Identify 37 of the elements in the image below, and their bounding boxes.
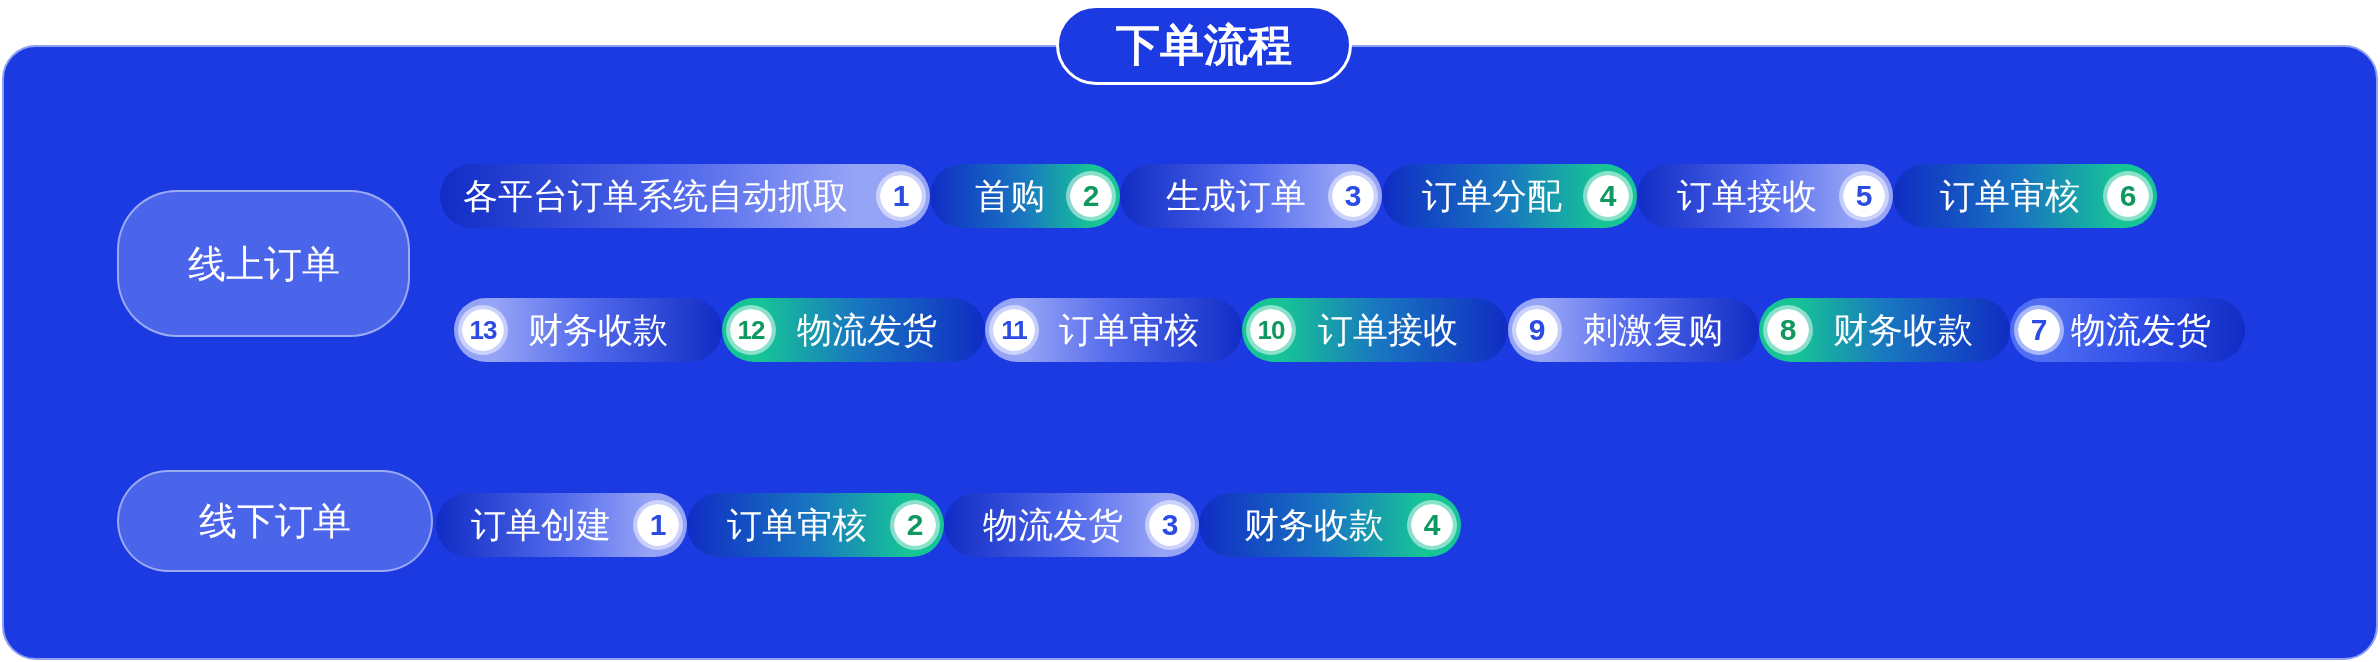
category-pill: 线下订单	[117, 470, 433, 572]
step-label: 物流发货	[797, 309, 937, 352]
number-circle: 1	[633, 500, 683, 550]
number-circle: 8	[1763, 305, 1813, 355]
number-circle: 1	[876, 171, 926, 221]
number-circle: 10	[1246, 305, 1296, 355]
number-circle: 13	[458, 305, 508, 355]
title: 下单流程	[1056, 5, 1352, 85]
number-circle: 11	[989, 305, 1039, 355]
step-label: 订单接收	[1318, 309, 1458, 352]
number-circle: 6	[2103, 171, 2153, 221]
number-circle: 4	[1407, 500, 1457, 550]
step-label: 物流发货	[2071, 309, 2211, 352]
number-circle: 9	[1512, 305, 1562, 355]
step-label: 订单创建	[471, 504, 611, 547]
step-label: 财务收款	[1244, 504, 1384, 547]
step-label: 刺激复购	[1583, 309, 1723, 352]
step-label: 订单审核	[1059, 309, 1199, 352]
step-label: 订单审核	[727, 504, 867, 547]
number-circle: 3	[1145, 500, 1195, 550]
step-label: 订单接收	[1677, 175, 1817, 218]
number-circle: 12	[726, 305, 776, 355]
number-circle: 4	[1583, 171, 1633, 221]
number-circle: 7	[2014, 305, 2064, 355]
category-pill: 线上订单	[117, 190, 410, 337]
step-label: 财务收款	[1833, 309, 1973, 352]
number-circle: 5	[1839, 171, 1889, 221]
step-label: 订单审核	[1940, 175, 2080, 218]
number-circle: 2	[890, 500, 940, 550]
step-label: 订单分配	[1422, 175, 1562, 218]
number-circle: 3	[1328, 171, 1378, 221]
step-label: 首购	[975, 175, 1045, 218]
step-label: 财务收款	[528, 309, 668, 352]
step-label: 物流发货	[983, 504, 1123, 547]
number-circle: 2	[1066, 171, 1116, 221]
step-label: 各平台订单系统自动抓取	[463, 175, 848, 218]
step-label: 生成订单	[1166, 175, 1306, 218]
